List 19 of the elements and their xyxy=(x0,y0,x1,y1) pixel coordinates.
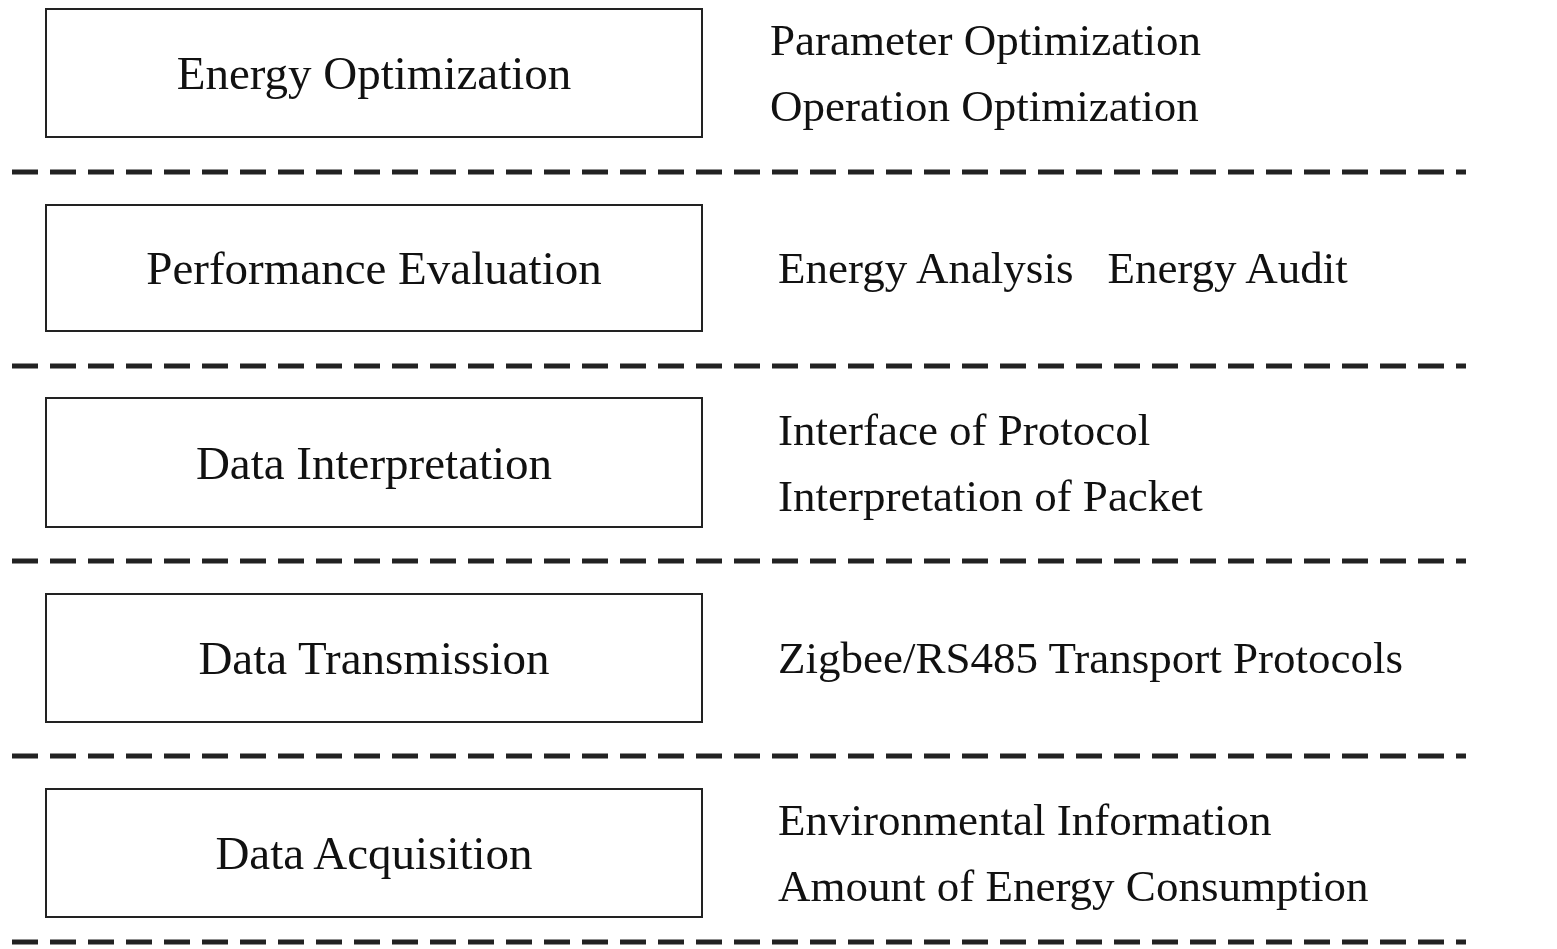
layer-box xyxy=(45,593,703,723)
layer-label: Data Interpretation xyxy=(195,435,553,490)
layer-label: Energy Optimization xyxy=(176,46,572,100)
function-label: Environmental Information xyxy=(778,794,1272,847)
layer-box xyxy=(45,204,703,332)
function-label: Energy Analysis xyxy=(778,242,1074,295)
function-label: Zigbee/RS485 Transport Protocols xyxy=(778,632,1404,685)
function-label: Energy Audit xyxy=(1107,242,1348,295)
function-label: Operation Optimization xyxy=(770,80,1199,133)
function-label: Amount of Energy Consumption xyxy=(778,860,1369,913)
function-label: Parameter Optimization xyxy=(770,14,1202,67)
layer-box xyxy=(45,788,703,918)
layer-label: Performance Evaluation xyxy=(146,241,602,295)
layer-label: Data Acquisition xyxy=(215,826,533,880)
layer-box xyxy=(45,397,703,528)
function-label: Interpretation of Packet xyxy=(778,469,1203,523)
function-label: Interface of Protocol xyxy=(778,403,1151,457)
layer-box xyxy=(45,8,703,138)
layer-label: Data Transmission xyxy=(198,631,550,685)
